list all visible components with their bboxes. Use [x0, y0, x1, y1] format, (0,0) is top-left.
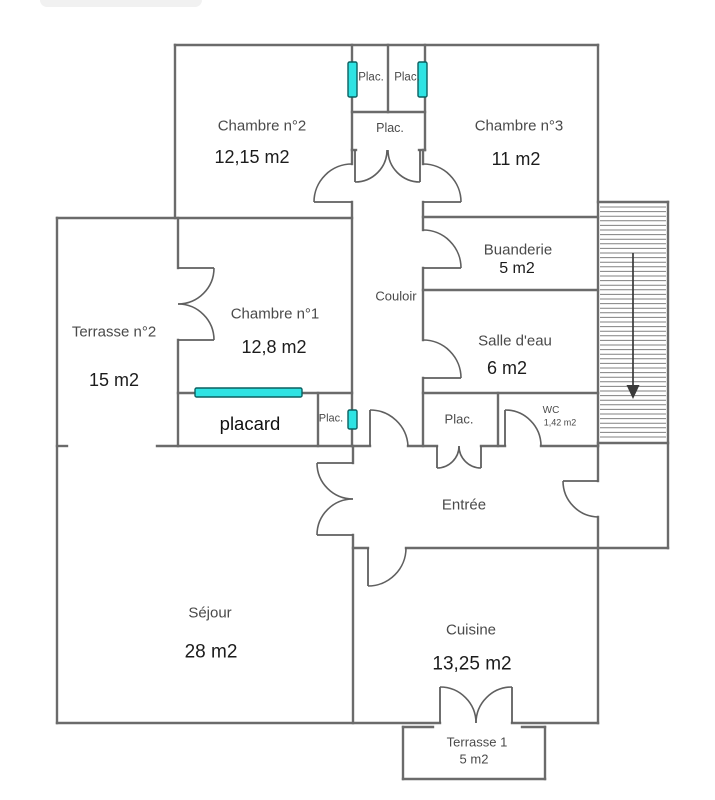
room-label-sejour: Séjour	[188, 604, 232, 622]
door-plac-entree-left	[436, 445, 460, 469]
door-terrasse1-right	[475, 686, 513, 724]
room-label-chambre2: Chambre n°2	[217, 117, 307, 135]
room-label-plac-entree: Plac.	[444, 411, 474, 427]
sliding-door-placard	[194, 387, 303, 398]
door-stairs-landing	[562, 480, 599, 518]
door-plac-middle-left	[354, 149, 388, 183]
room-label-closet-top-right: Plac.	[394, 71, 420, 84]
room-area-terrasse1: 5 m2	[459, 751, 489, 767]
door-chambre2	[313, 163, 353, 203]
room-area-chambre2: 12,15 m2	[214, 147, 290, 167]
room-area-chambre1: 12,8 m2	[241, 337, 307, 357]
door-sejour-bottom	[316, 498, 354, 536]
window-closet-right	[417, 61, 428, 98]
door-couloir-entree	[369, 409, 409, 447]
room-label-terrasse1: Terrasse 1	[446, 734, 508, 750]
room-area-salle-deau: 6 m2	[486, 358, 528, 378]
room-label-salle-deau: Salle d'eau	[478, 332, 552, 350]
room-area-sejour: 28 m2	[184, 641, 238, 663]
room-label-buanderie: Buanderie	[483, 241, 553, 259]
door-chambre3	[422, 163, 462, 203]
room-label-terrasse2: Terrasse n°2	[71, 323, 157, 341]
door-plac-middle-right	[387, 149, 421, 183]
door-terrasse2-bottom	[177, 303, 215, 341]
window-closet-left	[347, 61, 358, 98]
room-area-buanderie: 5 m2	[499, 260, 535, 277]
door-terrasse2-top	[177, 267, 215, 305]
room-label-wc: WC	[542, 405, 560, 416]
door-buanderie	[422, 229, 462, 269]
door-salle-deau	[422, 339, 462, 379]
room-area-cuisine: 13,25 m2	[432, 653, 512, 675]
room-label-plac-small: Plac.	[318, 412, 344, 425]
room-label-chambre1: Chambre n°1	[230, 305, 320, 323]
room-area-chambre3: 11 m2	[491, 149, 541, 169]
room-label-placard: placard	[219, 412, 281, 434]
window-plac-small	[347, 409, 358, 430]
room-label-chambre3: Chambre n°3	[474, 117, 564, 135]
room-label-cuisine: Cuisine	[445, 621, 497, 639]
door-terrasse1-left	[439, 686, 477, 724]
door-sejour-top	[316, 462, 354, 500]
room-label-entree: Entrée	[441, 496, 487, 514]
room-label-closet-top-left: Plac.	[358, 71, 384, 84]
door-cuisine	[367, 547, 407, 587]
door-plac-entree-right	[458, 445, 482, 469]
room-area-terrasse2: 15 m2	[88, 370, 140, 390]
top-toolbar-remnant	[40, 0, 202, 7]
room-label-couloir: Couloir	[375, 288, 417, 304]
room-area-wc: 1,42 m2	[543, 417, 577, 428]
stair-arrow-head	[626, 385, 640, 399]
door-wc	[504, 409, 542, 447]
room-label-closet-middle: Plac.	[376, 120, 404, 135]
